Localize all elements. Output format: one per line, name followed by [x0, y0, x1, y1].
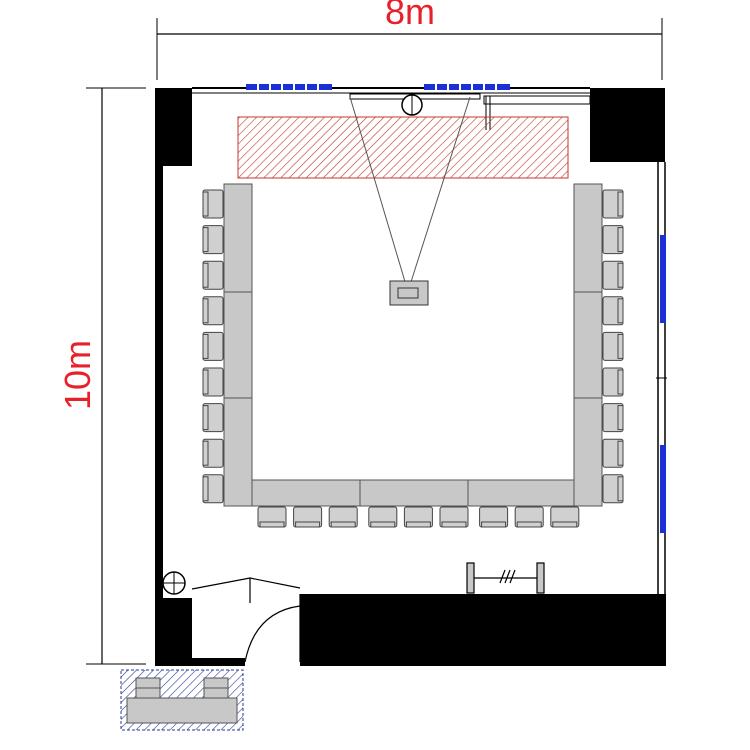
chair-right — [602, 296, 624, 326]
chair-right — [602, 225, 624, 255]
column-icon — [401, 94, 423, 116]
tables — [223, 183, 603, 507]
width-label: 8m — [385, 0, 435, 32]
chair-right — [602, 438, 624, 468]
chair-left — [202, 225, 224, 255]
table-bottom-1 — [251, 479, 361, 507]
chair-left — [202, 438, 224, 468]
table-right-3 — [573, 397, 603, 507]
width-dimension: 8m — [156, 0, 663, 80]
chairs — [202, 189, 624, 528]
window-right-lower — [660, 445, 666, 533]
table-right-2 — [573, 291, 603, 399]
projection-beam — [349, 96, 471, 286]
chair-bottom — [403, 506, 433, 528]
chair-right — [602, 474, 624, 504]
table-right-1 — [573, 183, 603, 293]
chair-bottom — [514, 506, 544, 528]
chair-bottom — [368, 506, 398, 528]
table-bottom-2 — [359, 479, 469, 507]
door-swing-icon — [191, 577, 301, 663]
chair-left — [202, 474, 224, 504]
chair-right — [602, 403, 624, 433]
table-left-1 — [223, 183, 253, 293]
chair-right — [602, 367, 624, 397]
chair-bottom — [479, 506, 509, 528]
table-bottom-3 — [467, 479, 575, 507]
window-top-right — [424, 84, 510, 90]
top-wall — [192, 84, 590, 94]
window-right-upper — [660, 235, 666, 323]
height-dimension: 10m — [57, 87, 146, 665]
walls — [155, 88, 666, 666]
coat-rack-icon — [466, 562, 545, 594]
chair-right — [602, 331, 624, 361]
chair-bottom — [257, 506, 287, 528]
chair-left — [202, 403, 224, 433]
entry-reception — [120, 669, 244, 731]
chair-bottom — [328, 506, 358, 528]
chair-left — [202, 296, 224, 326]
chair-bottom — [293, 506, 323, 528]
table-left-3 — [223, 397, 253, 507]
chair-left — [202, 331, 224, 361]
table-left-2 — [223, 291, 253, 399]
column-icon — [162, 571, 186, 595]
chair-right — [602, 260, 624, 290]
right-wall — [656, 162, 667, 594]
chair-bottom — [439, 506, 469, 528]
height-label: 10m — [57, 340, 98, 410]
projector-icon — [389, 280, 429, 306]
stage-area — [237, 116, 569, 179]
window-top-left — [246, 84, 332, 90]
chair-left — [202, 260, 224, 290]
chair-left — [202, 367, 224, 397]
chair-left — [202, 189, 224, 219]
chair-bottom — [550, 506, 580, 528]
chair-right — [602, 189, 624, 219]
